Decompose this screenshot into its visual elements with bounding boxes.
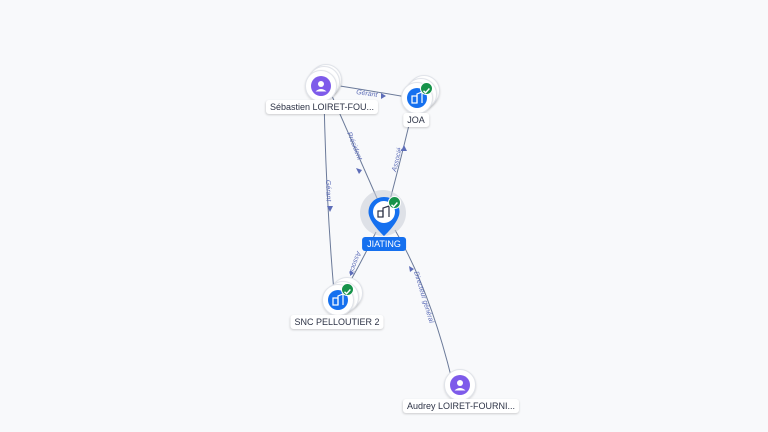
edge-label-gerant-left: Gérant bbox=[324, 180, 332, 203]
node-label-jiating[interactable]: JIATING bbox=[362, 237, 406, 251]
node-label-joa[interactable]: JOA bbox=[403, 113, 429, 127]
verified-check-icon bbox=[420, 82, 433, 95]
edge-directeur-general: Directeur général bbox=[394, 229, 453, 381]
edge-gerant-sebastien-snc: Gérant bbox=[323, 95, 335, 293]
edge-label-associe-joa: Associé bbox=[391, 147, 404, 174]
node-label-sebastien[interactable]: Sébastien LOIRET-FOU... bbox=[265, 100, 379, 114]
verified-check-icon bbox=[388, 196, 401, 209]
person-icon bbox=[311, 76, 331, 96]
node-label-snc[interactable]: SNC PELLOUTIER 2 bbox=[290, 315, 384, 329]
verified-check-icon bbox=[341, 283, 354, 296]
edge-label-associe-snc: Associé bbox=[347, 249, 362, 275]
node-label-audrey[interactable]: Audrey LOIRET-FOURNI... bbox=[402, 399, 520, 413]
edge-label-president: Président bbox=[345, 131, 363, 162]
edge-label-gerant-top: Gérant bbox=[356, 89, 379, 99]
person-icon bbox=[450, 375, 470, 395]
edge-label-directeur: Directeur général bbox=[412, 271, 435, 325]
